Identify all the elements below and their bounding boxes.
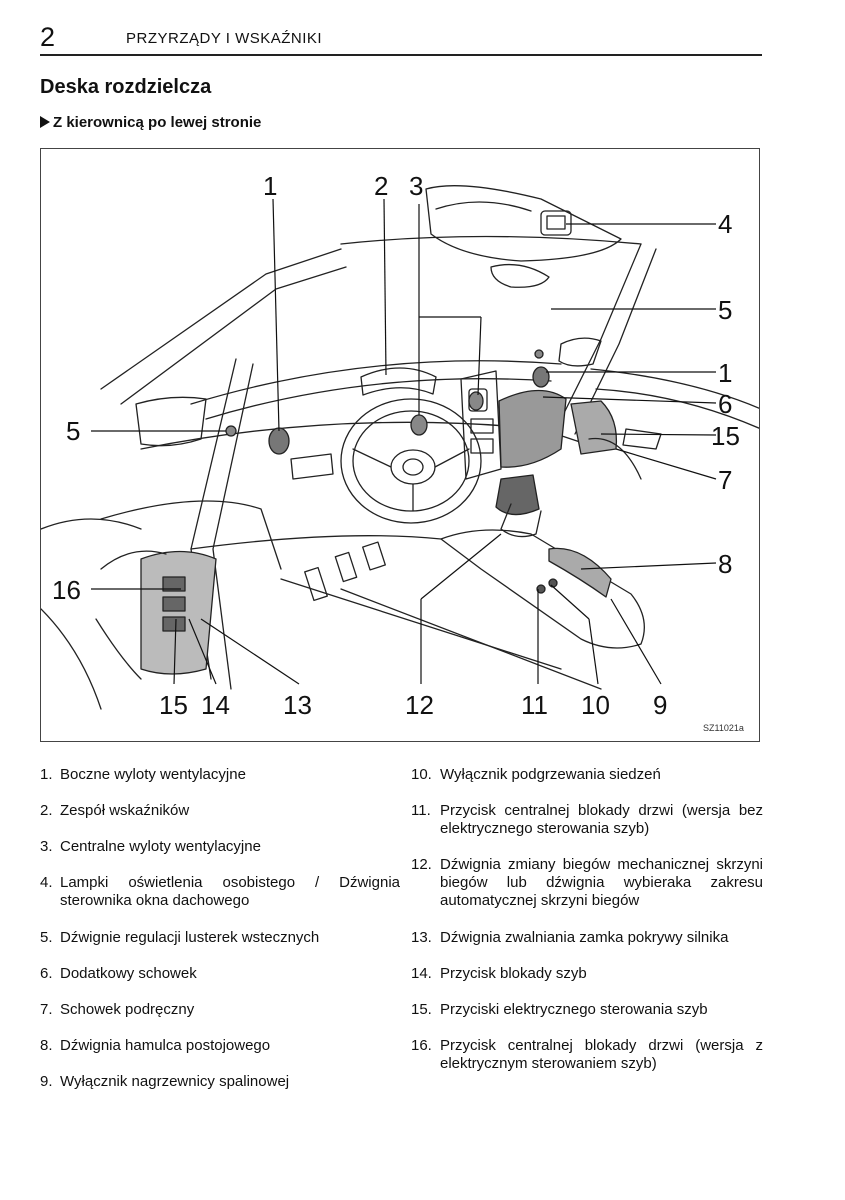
callout-label: 10 xyxy=(581,690,610,720)
legend-item: 2. Zespół wskaźników xyxy=(40,802,400,820)
callout-label: 14 xyxy=(201,690,230,720)
legend-number: 11. xyxy=(411,802,431,819)
legend-item: 12. Dźwignia zmiany biegów mechanicznej s… xyxy=(411,856,763,910)
legend-number: 12. xyxy=(411,856,432,873)
legend-item: 15. Przyciski elektrycznego sterowania sz… xyxy=(411,1001,763,1019)
legend-number: 13. xyxy=(411,929,432,946)
legend-number: 15. xyxy=(411,1001,432,1018)
legend-number: 5. xyxy=(40,929,53,946)
page-number: 2 xyxy=(40,22,56,52)
callout-label: 7 xyxy=(718,465,732,495)
legend-text: Dźwignia hamulca postojowego xyxy=(60,1037,271,1054)
legend-item: 10. Wyłącznik podgrzewania siedzeń xyxy=(411,766,763,784)
callout-label: 6 xyxy=(718,389,732,419)
legend-number: 7. xyxy=(40,1001,53,1018)
callout-label: 15 xyxy=(711,421,740,451)
legend-item: 5. Dźwignie regulacji lusterek wstecznych xyxy=(40,929,400,947)
legend-number: 6. xyxy=(40,965,53,982)
legend-text: Wyłącznik podgrzewania siedzeń xyxy=(440,766,661,783)
legend-item: 4. Lampki oświetlenia osobistego / Dźwign… xyxy=(40,874,400,910)
legend-text: Dźwignia zmiany biegów mechanicznej skrz… xyxy=(440,856,763,909)
subsection-heading: Z kierownicą po lewej stronie xyxy=(40,114,261,131)
page-header: 2 PRZYRZĄDY I WSKAŹNIKI xyxy=(40,22,762,56)
callout-label: 8 xyxy=(718,549,732,579)
legend-item: 8. Dźwignia hamulca postojowego xyxy=(40,1037,400,1055)
legend-text: Przyciski elektrycznego sterowania szyb xyxy=(440,1001,708,1018)
legend-item: 7. Schowek podręczny xyxy=(40,1001,400,1019)
legend-number: 8. xyxy=(40,1037,53,1054)
legend-number: 10. xyxy=(411,766,432,783)
callout-label: 1 xyxy=(718,358,732,388)
legend-text: Centralne wyloty wentylacyjne xyxy=(60,838,261,855)
legend-number: 3. xyxy=(40,838,53,855)
legend-item: 14. Przycisk blokady szyb xyxy=(411,965,763,983)
callout-label: 11 xyxy=(521,690,548,720)
legend-item: 9. Wyłącznik nagrzewnicy spalinowej xyxy=(40,1073,400,1091)
legend-right-column: 10. Wyłącznik podgrzewania siedzeń 11. Prz… xyxy=(411,766,763,1073)
figure-code: SZ11021a xyxy=(703,723,744,733)
legend-text: Dźwignie regulacji lusterek wstecznych xyxy=(60,929,320,946)
legend-number: 16. xyxy=(411,1037,432,1054)
legend-item: 13. Dźwignia zwalniania zamka pokrywy sil… xyxy=(411,929,763,947)
legend-number: 1. xyxy=(40,766,53,783)
legend-number: 2. xyxy=(40,802,53,819)
legend-number: 4. xyxy=(40,874,53,891)
legend-text: Lampki oświetlenia osobistego / Dźwignia… xyxy=(60,874,400,909)
figure-callouts: 1 2 3 4 5 5 1 6 15 7 8 16 15 14 13 12 11… xyxy=(52,171,740,720)
callout-label: 9 xyxy=(653,690,667,720)
running-title: PRZYRZĄDY I WSKAŹNIKI xyxy=(126,30,323,47)
legend-item: 6. Dodatkowy schowek xyxy=(40,965,400,983)
subsection-title: Z kierownicą po lewej stronie xyxy=(53,114,262,131)
legend-text: Zespół wskaźników xyxy=(60,802,190,819)
legend-text: Przycisk blokady szyb xyxy=(440,965,587,982)
callout-label: 13 xyxy=(283,690,312,720)
legend-text: Dźwignia zwalniania zamka pokrywy silnik… xyxy=(440,929,729,946)
callout-label: 12 xyxy=(405,690,434,720)
legend-number: 14. xyxy=(411,965,432,982)
legend-item: 1. Boczne wyloty wentylacyjne xyxy=(40,766,400,784)
legend-number: 9. xyxy=(40,1073,53,1090)
legend-text: Przycisk centralnej blokady drzwi (wersj… xyxy=(440,802,763,837)
callout-label: 1 xyxy=(263,171,277,201)
legend-text: Przycisk centralnej blokady drzwi (wersj… xyxy=(440,1037,763,1072)
callout-label: 5 xyxy=(718,295,732,325)
triangle-bullet-icon xyxy=(40,116,50,128)
legend-text: Wyłącznik nagrzewnicy spalinowej xyxy=(60,1073,290,1090)
legend-left-column: 1. Boczne wyloty wentylacyjne 2. Zespół ws… xyxy=(40,766,400,1091)
callout-label: 2 xyxy=(374,171,388,201)
callout-label: 3 xyxy=(409,171,423,201)
legend-text: Boczne wyloty wentylacyjne xyxy=(60,766,246,783)
dashboard-illustration: 1 2 3 4 5 5 1 6 15 7 8 16 15 14 13 12 11… xyxy=(40,148,760,742)
legend-item: 3. Centralne wyloty wentylacyjne xyxy=(40,838,400,856)
legend-item: 11. Przycisk centralnej blokady drzwi (we… xyxy=(411,802,763,838)
callout-label: 4 xyxy=(718,209,732,239)
callout-label: 5 xyxy=(66,416,80,446)
callout-label: 16 xyxy=(52,575,81,605)
dashboard-drawing: 1 2 3 4 5 5 1 6 15 7 8 16 15 14 13 12 11… xyxy=(41,171,759,733)
callout-label: 15 xyxy=(159,690,188,720)
legend-text: Schowek podręczny xyxy=(60,1001,195,1018)
legend-text: Dodatkowy schowek xyxy=(60,965,197,982)
section-title: Deska rozdzielcza xyxy=(40,76,212,98)
legend-item: 16. Przycisk centralnej blokady drzwi (we… xyxy=(411,1037,763,1073)
